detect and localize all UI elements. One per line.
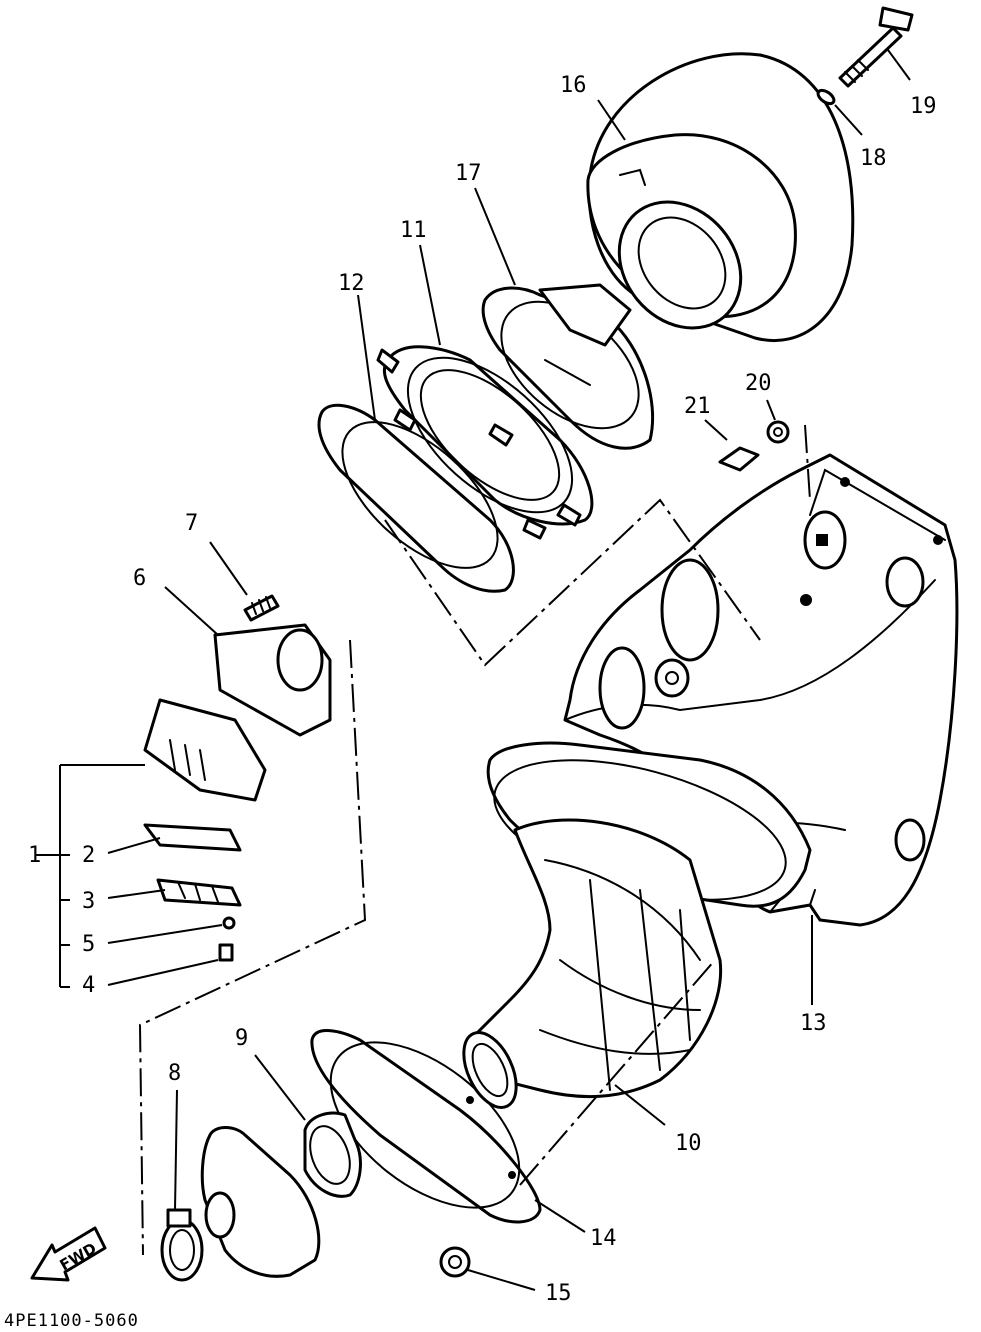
callout-7: 7 [185, 511, 198, 536]
washer [222, 916, 236, 930]
bolt [718, 446, 760, 472]
screw [218, 943, 234, 962]
callout-19: 19 [910, 94, 937, 119]
forward-direction-arrow: FWD [30, 1226, 107, 1282]
callout-6: 6 [133, 566, 146, 591]
element-guide [481, 283, 655, 450]
callout-20: 20 [745, 371, 772, 396]
callout-11: 11 [400, 218, 427, 243]
callout-16: 16 [560, 73, 587, 98]
figure-code: 4PE1100-5060 [4, 1311, 139, 1331]
filter-joint-plate [376, 345, 594, 540]
callout-12: 12 [338, 271, 365, 296]
air-filter-element [586, 52, 855, 343]
carburetor-joint [200, 1126, 321, 1278]
callout-8: 8 [168, 1061, 181, 1086]
reed-valve [143, 823, 242, 852]
callout-18: 18 [860, 146, 887, 171]
washer [816, 88, 836, 106]
callout-1: 1 [28, 843, 41, 868]
callout-4: 4 [82, 973, 95, 998]
air-filter-case [563, 453, 959, 927]
hose-clamp [160, 1208, 204, 1282]
callout-2: 2 [82, 843, 95, 868]
carburetor-joint-gasket [303, 1111, 362, 1198]
gasket [213, 623, 332, 737]
callout-3: 3 [82, 889, 95, 914]
wing-bolt [838, 6, 914, 88]
duct-joint-plate [310, 1029, 542, 1224]
intake-duct [462, 818, 723, 1109]
callout-10: 10 [675, 1131, 702, 1156]
callout-14: 14 [590, 1226, 617, 1251]
valve-stopper [156, 878, 242, 907]
callout-5: 5 [82, 932, 95, 957]
joint-gasket [317, 403, 515, 593]
callout-21: 21 [684, 394, 711, 419]
washer [766, 420, 790, 444]
callout-9: 9 [235, 1026, 248, 1051]
bolt [243, 594, 280, 622]
callout-15: 15 [545, 1281, 572, 1306]
callout-17: 17 [455, 161, 482, 186]
callout-13: 13 [800, 1011, 827, 1036]
nut [439, 1246, 471, 1278]
reed-valve-assembly [143, 698, 267, 802]
